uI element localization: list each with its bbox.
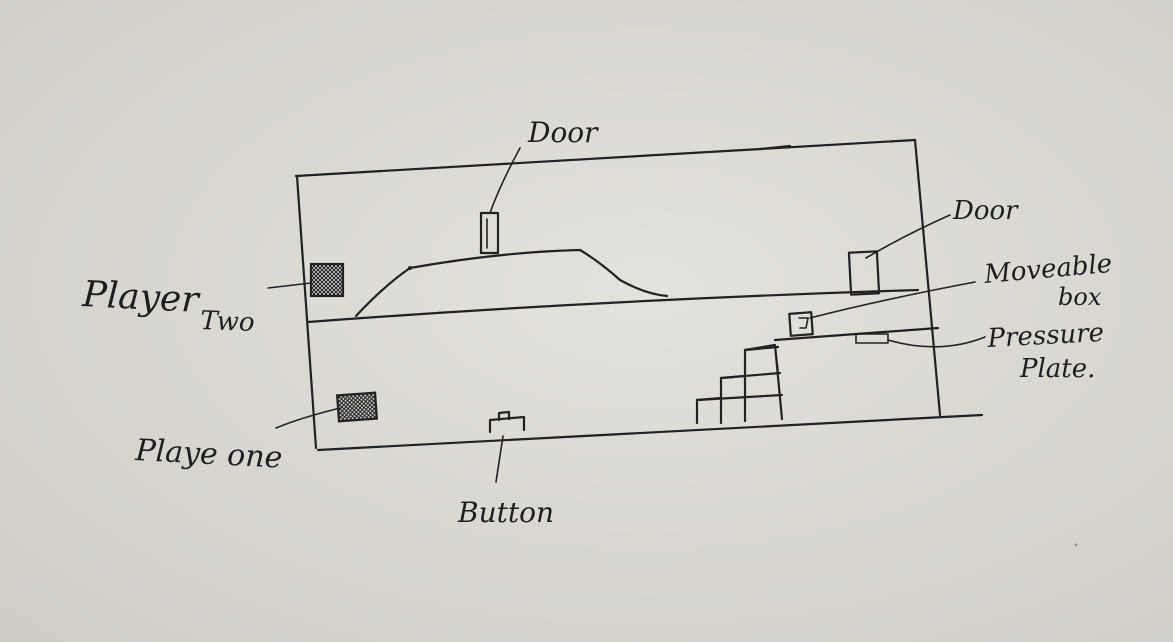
pressure-plate-label-line1: Pressure bbox=[986, 318, 1105, 354]
player-one-pointer bbox=[275, 407, 341, 429]
door-right bbox=[847, 214, 951, 296]
frame-top-edge bbox=[294, 138, 917, 178]
door-right-shape bbox=[847, 250, 881, 296]
upper-floor bbox=[306, 288, 920, 324]
frame-top-mark bbox=[758, 144, 792, 151]
player-one bbox=[275, 391, 379, 429]
player-two-sprite bbox=[309, 262, 345, 298]
moveable-box-shape bbox=[788, 311, 814, 337]
door-top-pointer bbox=[489, 147, 521, 214]
player-two-label-part1: Player bbox=[81, 274, 202, 321]
door-top-label: Door bbox=[527, 116, 599, 149]
hill-vertex-dot bbox=[408, 266, 412, 270]
frame-left-edge bbox=[295, 174, 318, 450]
player-one-label: Playe one bbox=[134, 433, 284, 476]
upper-level bbox=[306, 248, 920, 324]
pressure-plate bbox=[773, 326, 986, 348]
stair-line bbox=[719, 371, 782, 380]
stair-line bbox=[743, 345, 780, 352]
door-top bbox=[479, 147, 521, 255]
stair-line bbox=[774, 344, 779, 371]
player-two-label-part2: Two bbox=[200, 306, 255, 338]
stair-line bbox=[695, 393, 784, 402]
pressure-plate-pointer bbox=[887, 336, 986, 348]
moveable-box-mark bbox=[798, 317, 809, 329]
player-two-pointer bbox=[267, 282, 312, 289]
door-right-label: Door bbox=[952, 196, 1019, 226]
button-pointer bbox=[495, 435, 504, 483]
hill-platform bbox=[354, 248, 669, 318]
moveable-box-pointer bbox=[809, 281, 976, 319]
moveable-box bbox=[788, 281, 976, 337]
button-top bbox=[497, 410, 511, 422]
paper-speck bbox=[1074, 543, 1078, 547]
player-one-sprite bbox=[335, 391, 379, 423]
pressure-plate-shape bbox=[855, 333, 889, 344]
stair-block bbox=[743, 343, 784, 421]
pressure-plate-label-line2: Plate. bbox=[1019, 354, 1095, 384]
button bbox=[488, 410, 526, 483]
button-base bbox=[488, 415, 526, 434]
door-right-pointer bbox=[865, 214, 951, 259]
moveable-box-label-line2: box bbox=[1058, 283, 1102, 311]
staircase bbox=[695, 343, 784, 425]
button-label: Button bbox=[457, 496, 554, 529]
player-two bbox=[267, 262, 345, 298]
level-frame bbox=[294, 138, 984, 452]
frame-right-edge bbox=[913, 138, 942, 417]
ground-floor bbox=[316, 413, 984, 452]
